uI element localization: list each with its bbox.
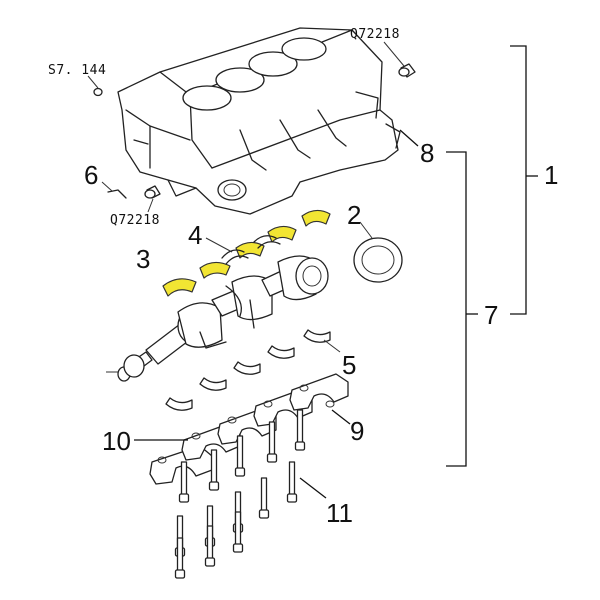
thrust-washers-part-4 (205, 235, 281, 265)
callout-part-6: 6 (84, 160, 99, 190)
key-part-6 (107, 189, 127, 199)
ref-code-s7144: S7. 144 (48, 63, 107, 78)
bolt (232, 511, 244, 553)
leader-lines (134, 45, 538, 499)
bolt (174, 537, 186, 579)
callout-part-5: 5 (342, 350, 357, 380)
callout-part-10: 10 (102, 426, 131, 456)
bearing-shell-part-3 (162, 278, 197, 297)
ref-code-q72218-top: Q72218 (350, 27, 400, 42)
bolt (258, 477, 270, 519)
bolt (178, 461, 190, 503)
callout-part-8: 8 (420, 138, 435, 168)
bolt (286, 461, 298, 503)
bolt (208, 449, 220, 491)
callout-part-7: 7 (484, 300, 499, 330)
callout-part-2: 2 (347, 200, 362, 230)
dowel-sleeve-left (144, 185, 161, 213)
main-bearing-cap-bolts (174, 409, 306, 579)
main-bearing-caps (149, 373, 349, 485)
callout-part-9: 9 (350, 416, 365, 446)
ref-code-q72218-left: Q72218 (110, 213, 160, 228)
bolt (234, 435, 246, 477)
bolt (266, 421, 278, 463)
bolt (294, 409, 306, 451)
callout-part-3: 3 (136, 244, 151, 274)
dowel-sleeve-top (383, 41, 416, 78)
crankshaft (117, 255, 329, 382)
callout-part-4: 4 (188, 220, 203, 250)
bearing-shell-upper-2 (199, 261, 231, 279)
bearing-shell-upper-4 (267, 225, 297, 243)
plug-s7144-part (93, 87, 103, 97)
lower-bearing-shells-part-5 (165, 329, 341, 411)
rear-oil-seal-part-2 (353, 221, 403, 283)
bolt (204, 525, 216, 567)
callout-part-1: 1 (544, 160, 559, 190)
bearing-shell-upper-5 (301, 209, 331, 227)
cylinder-block (117, 27, 401, 215)
callout-part-11: 11 (326, 498, 353, 528)
bearing-shell-upper-3 (235, 241, 265, 259)
